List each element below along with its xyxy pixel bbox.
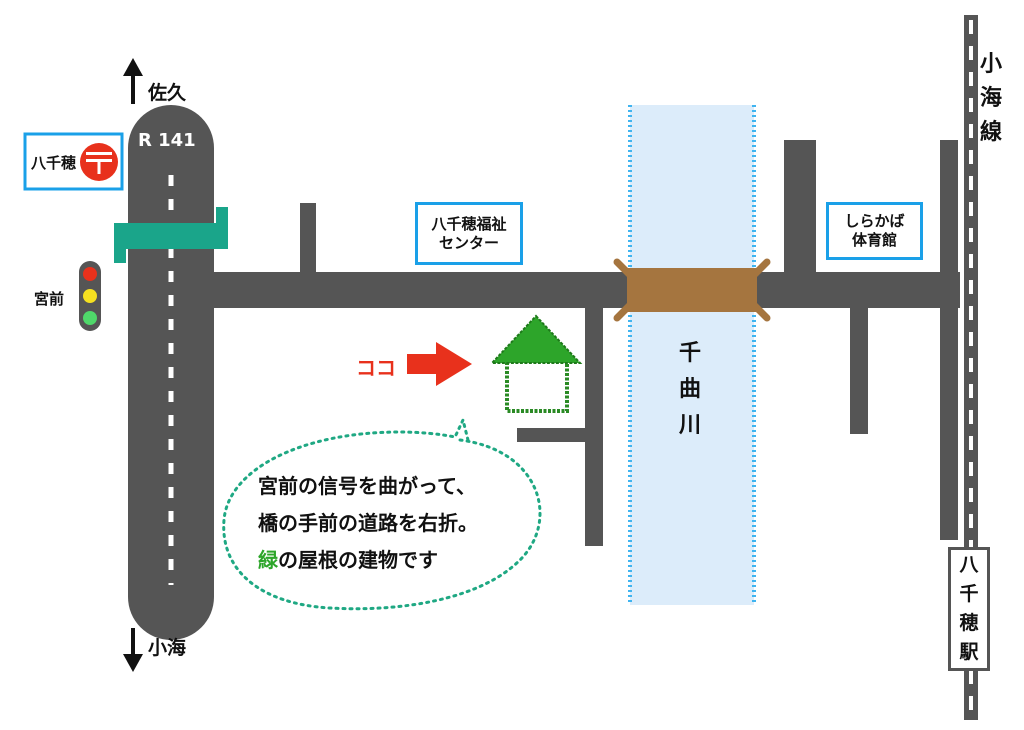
gym-line1: しらかば [844,212,905,230]
traffic-light-icon [79,261,101,331]
river-char-2: 曲 [679,377,702,402]
side-road-south-east [850,306,868,434]
here-label: ココ [356,356,396,380]
welfare-center-label: 八千穂福祉 センター [415,202,523,265]
overpass-bar [114,223,228,249]
callout-line-3: 緑の屋根の建物です [258,542,478,579]
station-char-4: 駅 [959,641,979,663]
gym-line2: 体育館 [851,231,897,249]
callout-green-word: 緑 [258,548,278,572]
railway-char-1: 小 [980,52,1003,77]
railway-char-3: 線 [980,120,1003,145]
direction-south-label: 小海 [148,637,187,659]
railway-label: 小 海 線 [980,48,1003,150]
station-label: 八 千 穂 駅 [948,547,990,671]
arrow-up-icon [123,58,143,104]
post-office-icon [80,143,118,181]
side-road-north-1 [300,203,316,275]
side-road-north-gym [784,140,816,275]
arrow-down-icon [123,628,143,672]
callout-line-3-rest: の屋根の建物です [278,548,438,572]
station-char-2: 千 [959,583,979,605]
overpass-post-right [216,207,228,249]
signal-label: 宮前 [34,290,65,308]
callout-text: 宮前の信号を曲がって、 橋の手前の道路を右折。 緑の屋根の建物です [258,468,478,579]
welfare-center-line2: センター [438,233,499,252]
main-east-west-road [214,272,960,308]
route-number: R 141 [138,130,196,151]
house-icon [489,314,583,413]
overpass-post-left [114,223,126,263]
river-label: 千 曲 川 [679,336,701,444]
bridge [613,258,771,322]
railway-char-2: 海 [980,86,1003,111]
side-road-east-vertical [940,140,958,540]
river-char-3: 川 [679,413,702,438]
side-road-branch [517,428,603,442]
directions-callout [222,415,542,611]
direction-north-label: 佐久 [148,82,187,104]
welfare-center-line1: 八千穂福祉 [431,214,507,233]
gym-label: しらかば 体育館 [826,202,923,260]
chikuma-river [630,105,754,605]
station-char-1: 八 [959,554,979,576]
side-road-south-river [585,306,603,546]
arrow-right-icon [407,342,472,386]
station-char-3: 穂 [959,612,979,634]
post-office-label: 八千穂 [31,154,77,172]
callout-line-1: 宮前の信号を曲がって、 [258,474,476,498]
callout-line-2: 橋の手前の道路を右折。 [258,511,478,535]
river-char-1: 千 [679,341,702,366]
